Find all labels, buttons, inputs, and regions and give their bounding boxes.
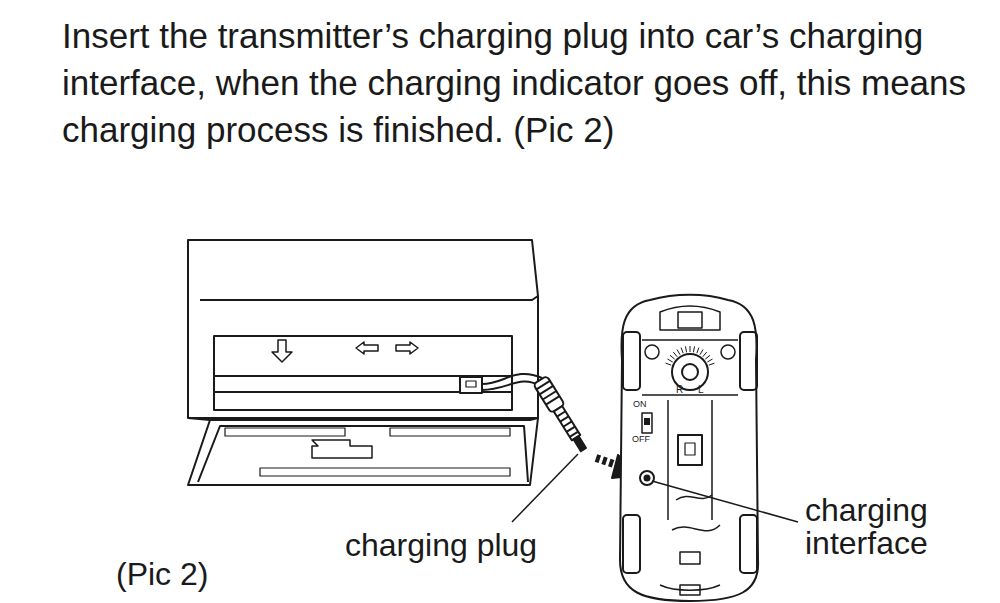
car-body xyxy=(620,295,758,601)
charging-interface-port xyxy=(640,471,654,485)
gear-tick xyxy=(697,348,699,354)
picture-caption: (Pic 2) xyxy=(116,556,276,592)
leader-line xyxy=(652,481,798,522)
gear-tick xyxy=(700,349,703,354)
gear-tick xyxy=(685,346,686,352)
gear-tick xyxy=(666,363,672,365)
transmitter-box xyxy=(188,240,538,485)
gear-tick xyxy=(703,352,707,357)
gear-tick xyxy=(705,355,710,359)
gear-tick xyxy=(709,363,715,365)
gear-tick xyxy=(673,352,677,357)
part-label: charging plug xyxy=(345,527,605,563)
gear-tick xyxy=(681,348,683,354)
leader-line xyxy=(512,454,578,522)
part-label: charging interface xyxy=(805,494,973,560)
gear-tick xyxy=(690,346,691,352)
gear-tick xyxy=(667,359,672,362)
gear-tick xyxy=(677,349,680,354)
gear-tick xyxy=(670,355,675,359)
charging-cable xyxy=(482,374,542,390)
charging-plug xyxy=(533,376,590,454)
gear-ticks xyxy=(666,346,715,365)
switch-label: ON xyxy=(633,399,663,409)
switch-label: OFF xyxy=(632,434,662,444)
direction-label: R xyxy=(676,384,688,395)
direction-label: L xyxy=(698,384,710,395)
instruction-text: Insert the transmitter’s charging plug i… xyxy=(62,12,977,153)
gear-tick xyxy=(707,359,712,362)
gear-tick xyxy=(693,346,694,352)
